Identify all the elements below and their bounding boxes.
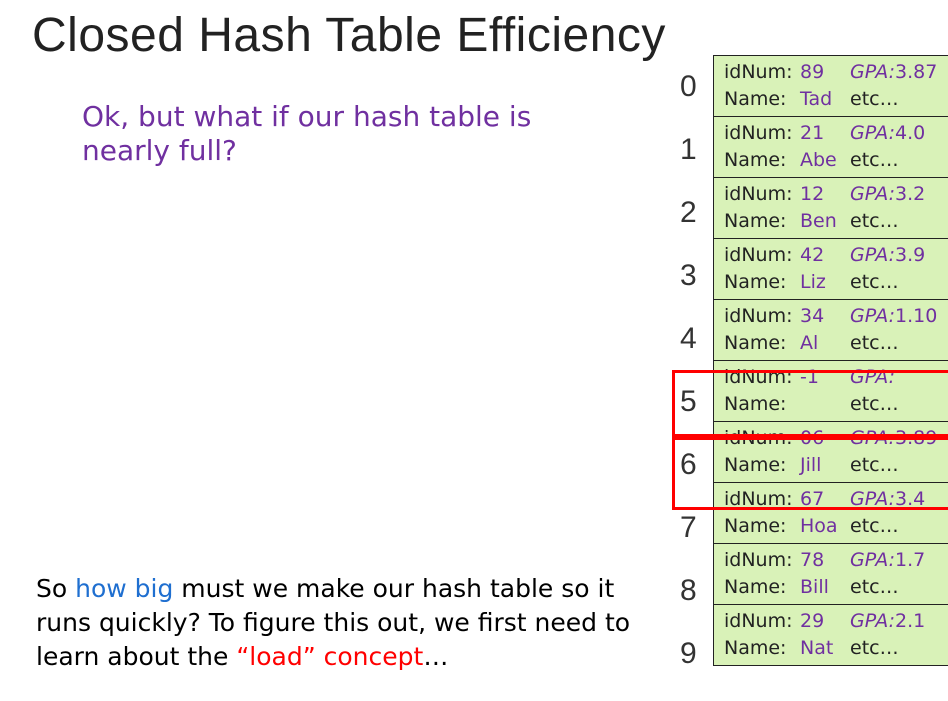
bottom-text-part1: So (36, 574, 76, 603)
id-value: 89 (800, 60, 825, 83)
id-label: idNum: (724, 487, 793, 510)
gpa-label: GPA: (850, 609, 895, 632)
name-label: Name: (724, 392, 787, 415)
gpa-label: GPA: (850, 487, 895, 510)
question-text: Ok, but what if our hash table is nearly… (82, 100, 532, 167)
gpa-value: 2.1 (895, 609, 926, 632)
name-value: Hoa (800, 514, 838, 537)
name-label: Name: (724, 636, 787, 659)
name-value: Liz (800, 270, 826, 293)
bottom-text: So how big must we make our hash table s… (36, 572, 636, 674)
id-value: 78 (800, 548, 825, 571)
id-label: idNum: (724, 121, 793, 144)
id-value: 21 (800, 121, 825, 144)
gpa-field: GPA:1.10 (850, 305, 937, 327)
etc-label: etc… (850, 87, 899, 110)
id-label: idNum: (724, 182, 793, 205)
etc-label: etc… (850, 453, 899, 476)
name-value: Tad (800, 87, 833, 110)
name-label: Name: (724, 331, 787, 354)
name-label: Name: (724, 514, 787, 537)
id-value: 42 (800, 243, 825, 266)
name-value: Nat (800, 636, 834, 659)
name-label: Name: (724, 453, 787, 476)
etc-label: etc… (850, 331, 899, 354)
name-value: Al (800, 331, 819, 354)
etc-label: etc… (850, 636, 899, 659)
gpa-label: GPA: (850, 60, 895, 83)
slot-index-5: 5 (680, 385, 697, 418)
id-label: idNum: (724, 304, 793, 327)
name-label: Name: (724, 209, 787, 232)
load-concept-phrase: “load” concept (236, 642, 424, 671)
slot-index-0: 0 (680, 70, 697, 103)
name-value: Jill (800, 453, 822, 476)
etc-label: etc… (850, 392, 899, 415)
slot-index-2: 2 (680, 196, 697, 229)
etc-label: etc… (850, 148, 899, 171)
name-label: Name: (724, 87, 787, 110)
gpa-field: GPA:3.87 (850, 61, 937, 83)
bottom-text-part2: must we make our hash table so it runs q… (36, 574, 631, 671)
gpa-field: GPA:2.1 (850, 610, 925, 632)
slot-index-6: 6 (680, 448, 697, 481)
id-label: idNum: (724, 609, 793, 632)
etc-label: etc… (850, 575, 899, 598)
highlight-box-slot-5 (672, 370, 948, 440)
name-label: Name: (724, 575, 787, 598)
id-value: 34 (800, 304, 825, 327)
gpa-label: GPA: (850, 548, 895, 571)
slot-index-3: 3 (680, 259, 697, 292)
name-label: Name: (724, 148, 787, 171)
bottom-text-part3: … (423, 642, 449, 671)
id-value: 29 (800, 609, 825, 632)
gpa-label: GPA: (850, 121, 895, 144)
gpa-value: 3.9 (895, 243, 926, 266)
gpa-value: 1.10 (895, 304, 938, 327)
name-value: Ben (800, 209, 837, 232)
gpa-value: 1.7 (895, 548, 926, 571)
how-big-phrase: how big (75, 574, 174, 603)
name-value: Abe (800, 148, 837, 171)
highlight-box-slot-6 (672, 434, 948, 510)
slot-index-1: 1 (680, 133, 697, 166)
slot-index-4: 4 (680, 322, 697, 355)
slot-index-9: 9 (680, 637, 697, 670)
etc-label: etc… (850, 209, 899, 232)
slide-title: Closed Hash Table Efficiency (32, 9, 666, 62)
gpa-field: GPA:3.9 (850, 244, 925, 266)
gpa-field: GPA:4.0 (850, 122, 925, 144)
gpa-value: 3.4 (895, 487, 926, 510)
gpa-label: GPA: (850, 304, 895, 327)
id-value: 67 (800, 487, 825, 510)
slot-index-7: 7 (680, 511, 697, 544)
gpa-label: GPA: (850, 243, 895, 266)
slot-index-8: 8 (680, 574, 697, 607)
id-value: 12 (800, 182, 825, 205)
name-label: Name: (724, 270, 787, 293)
gpa-field: GPA:3.4 (850, 488, 925, 510)
etc-label: etc… (850, 270, 899, 293)
id-label: idNum: (724, 60, 793, 83)
id-label: idNum: (724, 548, 793, 571)
gpa-field: GPA:1.7 (850, 549, 925, 571)
gpa-value: 3.2 (895, 182, 926, 205)
gpa-value: 4.0 (895, 121, 926, 144)
gpa-value: 3.87 (895, 60, 938, 83)
gpa-field: GPA:3.2 (850, 183, 925, 205)
gpa-label: GPA: (850, 182, 895, 205)
etc-label: etc… (850, 514, 899, 537)
name-value: Bill (800, 575, 829, 598)
id-label: idNum: (724, 243, 793, 266)
